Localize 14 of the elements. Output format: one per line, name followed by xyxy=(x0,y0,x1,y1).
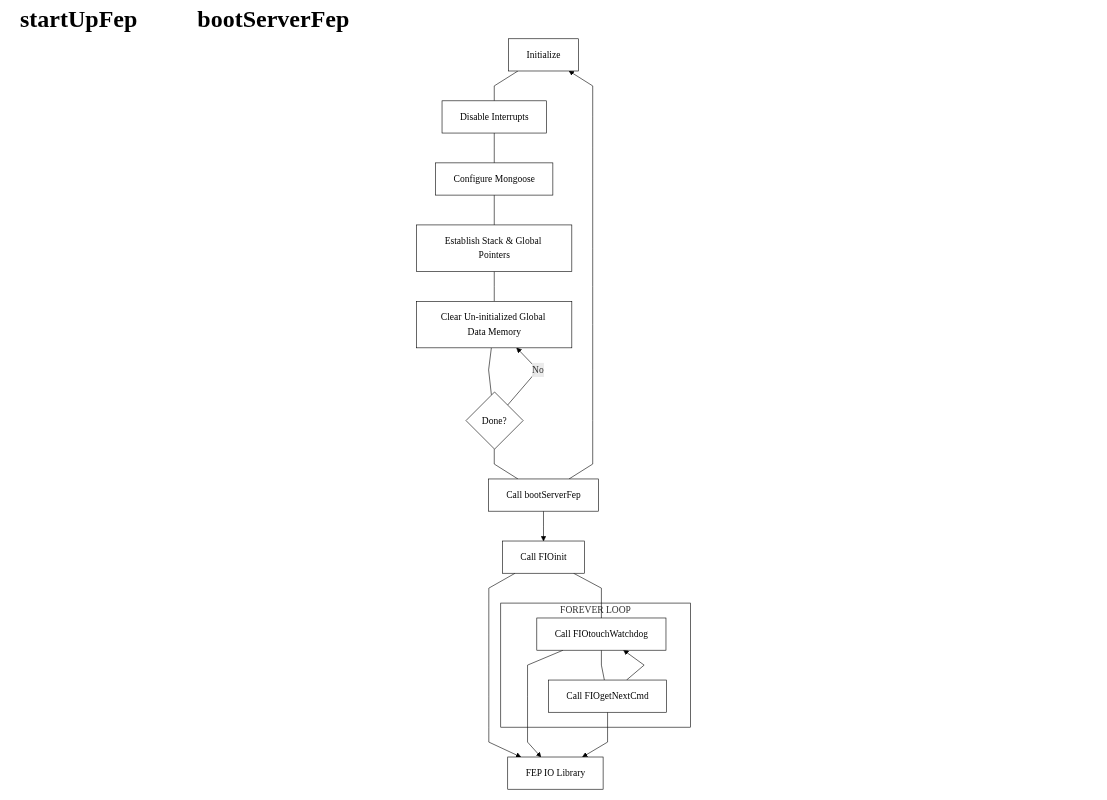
node-box: Call FIOtouchWatchdog xyxy=(536,617,667,651)
node-box: Call bootServerFep xyxy=(488,478,599,512)
node-box: Disable Interrupts xyxy=(441,100,547,134)
node-box: FEP IO Library xyxy=(507,756,604,790)
node-box: Configure Mongoose xyxy=(435,162,554,196)
edge-label: No xyxy=(532,364,544,375)
node-box: Establish Stack & Global Pointers xyxy=(416,224,573,272)
connector xyxy=(601,649,605,681)
node-diamond: Done? xyxy=(465,391,524,450)
node-box: Clear Un-initialized Global Data Memory xyxy=(416,301,573,349)
connector xyxy=(493,271,495,302)
node-box: Call FIOgetNextCmd xyxy=(548,679,667,713)
node-box: Call FIOinit xyxy=(502,540,585,574)
node-box: Initialize xyxy=(508,38,579,72)
